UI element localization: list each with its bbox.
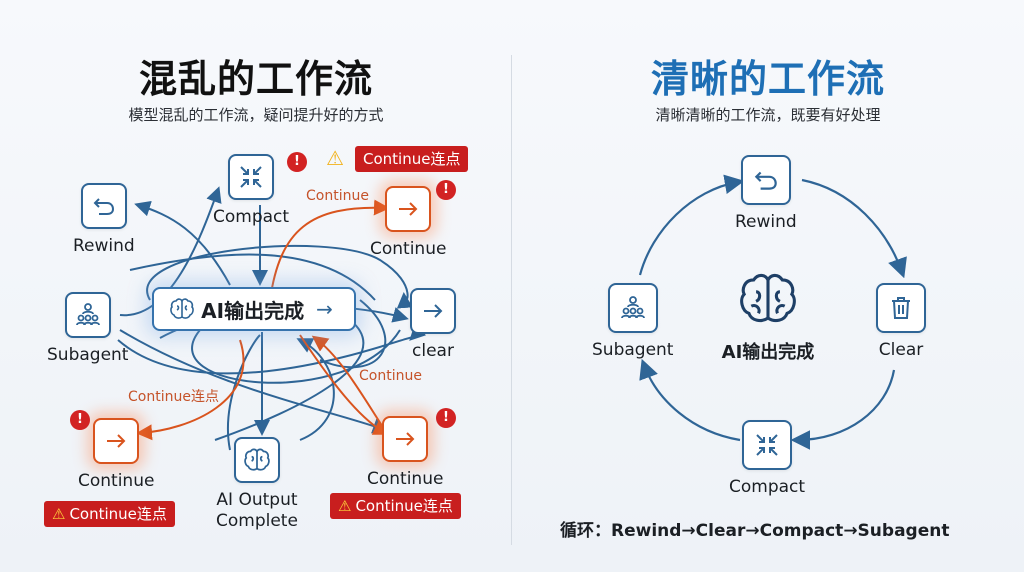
panel-divider: [511, 55, 512, 545]
node-continue-right: Continue: [367, 416, 443, 489]
warning-tag: ⚠Continue连点: [44, 501, 175, 527]
node-subagent: Subagent: [592, 283, 673, 360]
clear-title: 清晰的工作流: [650, 57, 885, 101]
brain-icon: [170, 298, 194, 319]
warning-tag: ⚠Continue连点: [330, 493, 461, 519]
ai-output-center: AI输出完成: [708, 270, 828, 364]
warning-icon: ⚠: [326, 146, 344, 170]
node-label: Clear: [878, 340, 924, 360]
loop-connections: [638, 174, 907, 450]
alert-icon: !: [436, 180, 456, 200]
team-icon: [64, 292, 111, 338]
node-label: Continue: [78, 471, 155, 491]
compress-icon: [742, 420, 793, 470]
node-label: clear: [412, 341, 454, 361]
curve-label: Continue: [359, 368, 422, 384]
node-continue-top: Continue: [370, 186, 446, 259]
alert-icon: !: [287, 152, 307, 172]
arrow-right-icon: [410, 288, 456, 334]
node-rewind: Rewind: [73, 183, 135, 256]
center-label: AI输出完成: [721, 342, 815, 363]
warning-tag: Continue连点: [355, 146, 469, 172]
clear-subtitle: 清晰清晰的工作流，既要有好处理: [655, 106, 881, 124]
chaotic-workflow-panel: 混乱的工作流 模型混乱的工作流，疑问提升好的方式: [44, 57, 469, 532]
brain-icon: [233, 437, 280, 483]
chaotic-title: 混乱的工作流: [138, 57, 373, 101]
arrow-right-icon: →: [316, 297, 333, 321]
clear-workflow-panel: 清晰的工作流 清晰清晰的工作流，既要有好处理 Rewind Clear Comp…: [512, 0, 1024, 572]
node-compact: Compact: [213, 154, 289, 227]
curve-label: Continue连点: [128, 389, 219, 405]
warning-icon: ⚠: [338, 497, 352, 515]
chaotic-subtitle: 模型混乱的工作流，疑问提升好的方式: [128, 106, 384, 124]
undo-icon: [740, 155, 791, 205]
team-icon: [607, 283, 658, 333]
undo-icon: [80, 183, 127, 229]
node-continue-left: Continue: [78, 418, 154, 491]
warning-icon: ⚠: [52, 505, 66, 523]
node-label: Continue: [370, 239, 447, 259]
center-label: AI输出完成: [201, 298, 305, 323]
loop-caption: 循环：Rewind→Clear→Compact→Subagent: [560, 521, 950, 541]
node-compact: Compact: [729, 420, 805, 497]
node-rewind: Rewind: [735, 155, 797, 232]
node-label: AI Output Complete: [216, 490, 298, 531]
node-label: Subagent: [592, 340, 674, 360]
node-clear: Clear: [876, 283, 926, 360]
curve-label: Continue: [306, 188, 369, 204]
alert-icon: !: [436, 408, 456, 428]
trash-icon: [876, 283, 926, 333]
node-label: Subagent: [47, 345, 129, 365]
ai-output-center: AI输出完成 →: [152, 287, 356, 331]
arrow-right-icon: [93, 418, 140, 464]
arrow-right-icon: [382, 416, 429, 462]
node-label: Rewind: [73, 236, 135, 256]
node-ai-output: AI Output Complete: [216, 437, 298, 532]
alert-icon: !: [70, 410, 90, 430]
node-clear: clear: [410, 288, 456, 361]
node-subagent: Subagent: [47, 292, 128, 365]
node-label: Continue: [367, 469, 444, 489]
node-label: Compact: [729, 477, 806, 497]
node-label: Rewind: [735, 212, 797, 232]
brain-icon: [740, 273, 796, 323]
compress-icon: [228, 154, 275, 200]
arrow-right-icon: [385, 186, 432, 232]
node-label: Compact: [213, 207, 290, 227]
